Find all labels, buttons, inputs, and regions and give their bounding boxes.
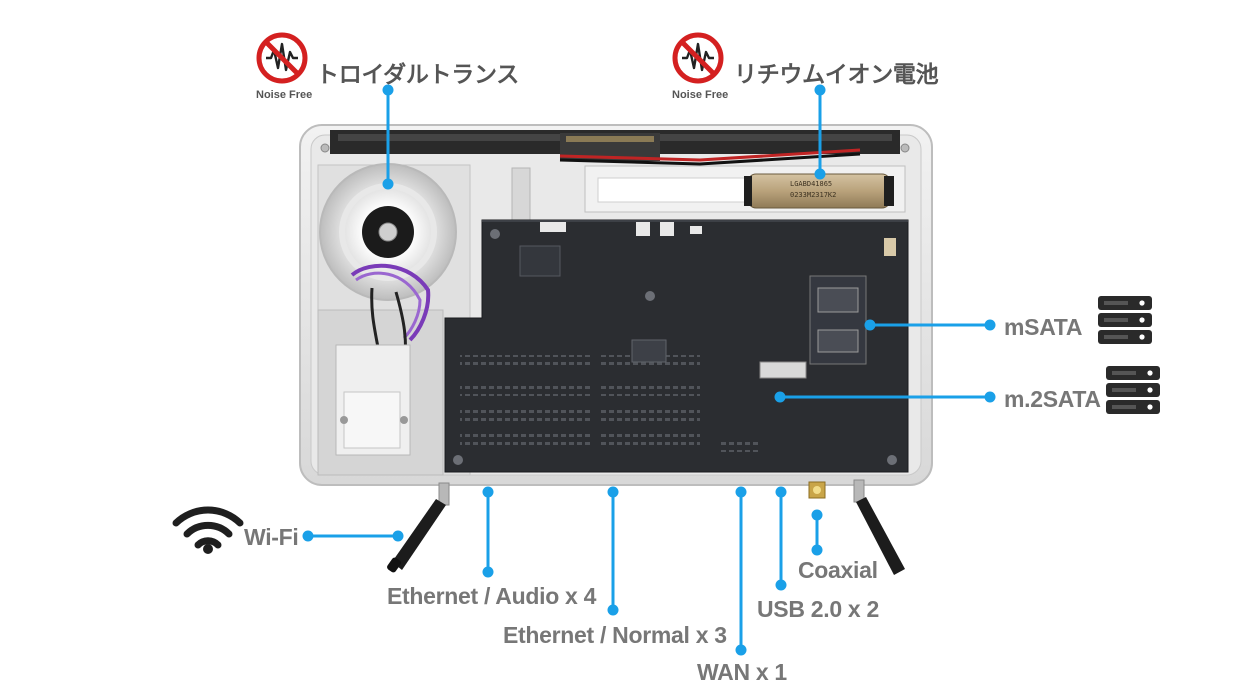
coaxial-label: Coaxial [798,557,878,583]
ethernet-normal-label: Ethernet / Normal x 3 [503,622,727,648]
coaxial-jack [808,481,826,499]
noise-free-caption: Noise Free [256,89,313,101]
toroidal-title: トロイダルトランス [316,61,519,87]
noise-free-caption: Noise Free [672,89,729,101]
ethernet-audio-label: Ethernet / Audio x 4 [387,583,597,609]
main-board [444,219,909,473]
wifi-icon [172,506,244,554]
callout-lines [302,84,996,656]
battery-marking-1: LGABD41865 [790,180,832,188]
wifi-label: Wi-Fi [244,524,299,550]
battery-cell: LGABD41865 0233M2317K2 [744,173,894,209]
battery-title: リチウムイオン電池 [734,61,939,87]
usb-label: USB 2.0 x 2 [757,596,879,622]
battery-marking-2: 0233M2317K2 [790,191,836,199]
no-noise-icon [672,32,724,84]
drive-stack-icon [1098,296,1152,344]
antenna [853,479,905,575]
msata-label: mSATA [1004,314,1083,340]
no-noise-icon [256,32,308,84]
antenna [387,482,450,573]
toroidal-transformer [319,163,457,456]
wan-label: WAN x 1 [697,659,787,685]
m2sata-label: m.2SATA [1004,386,1101,412]
drive-stack-icon [1106,366,1160,414]
